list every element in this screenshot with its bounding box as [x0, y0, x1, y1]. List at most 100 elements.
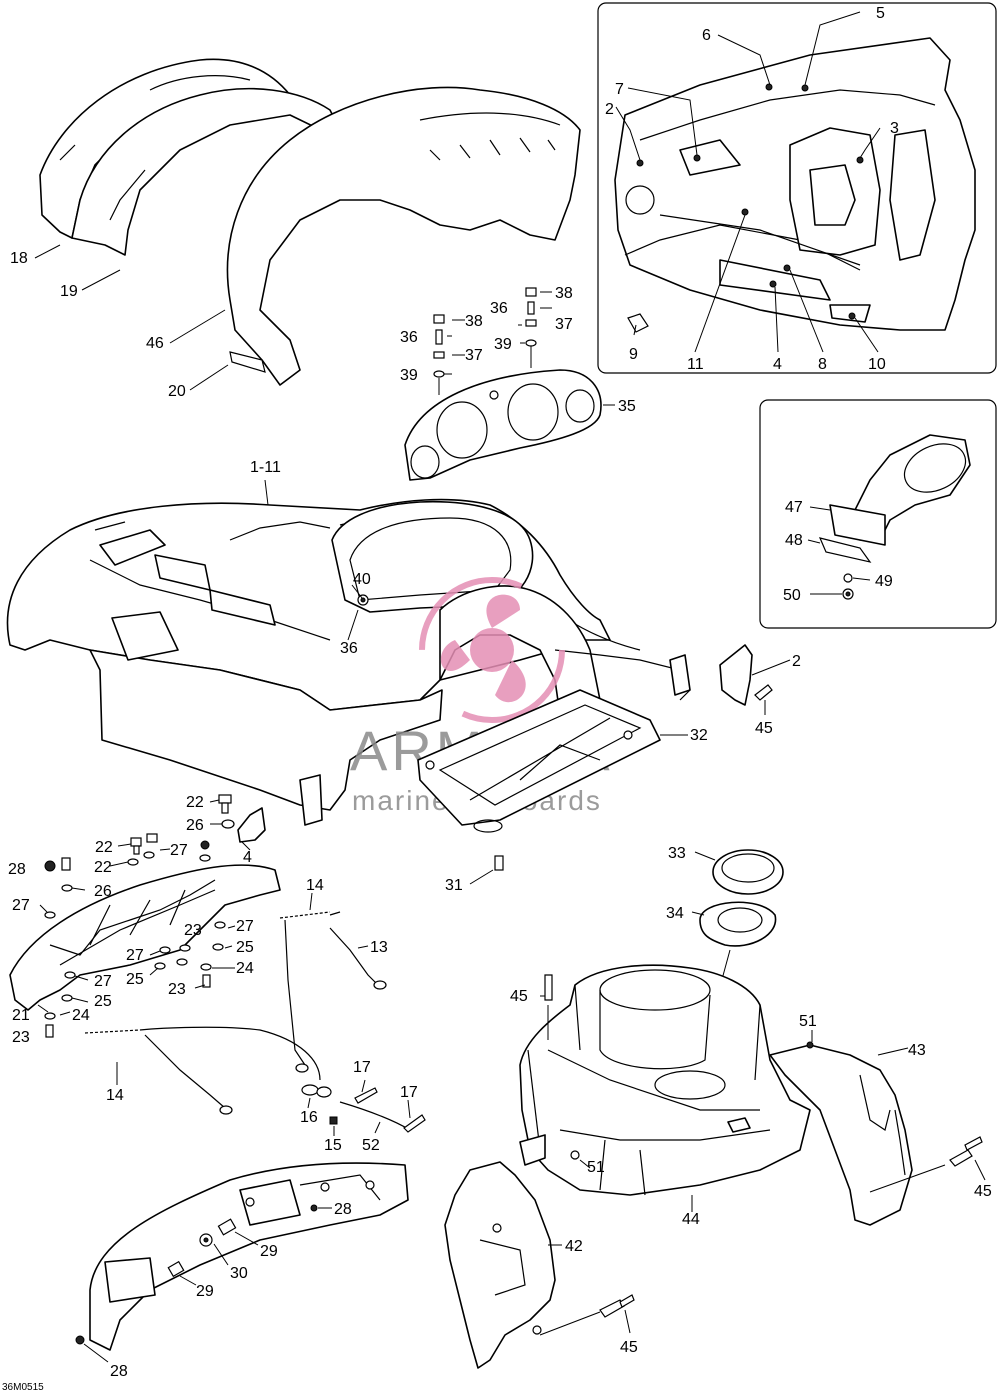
callout-27: 27 [12, 897, 30, 914]
gauge-panel-35 [404, 369, 602, 481]
callout-23: 23 [12, 1029, 30, 1046]
callout-9: 9 [629, 346, 638, 363]
callout-31: 31 [445, 877, 463, 894]
callout-10: 10 [868, 356, 886, 373]
callout-4: 4 [243, 849, 252, 866]
rod-52 [301, 1079, 426, 1136]
callout-27: 27 [126, 947, 144, 964]
callout-15: 15 [324, 1137, 342, 1154]
callout-32: 32 [690, 727, 708, 744]
callout-6: 6 [702, 27, 711, 44]
spring-cable-lower [84, 1026, 321, 1115]
bracket-2 [719, 644, 753, 706]
callout-5: 5 [876, 5, 885, 22]
console-body-44 [519, 964, 811, 1212]
ring-33 [694, 849, 784, 895]
callout-21: 21 [12, 1007, 30, 1024]
callout-23: 23 [168, 981, 186, 998]
callout-24: 24 [236, 960, 254, 977]
callout-22: 22 [94, 859, 112, 876]
callout-48: 48 [785, 532, 803, 549]
callout-17: 17 [400, 1084, 418, 1101]
shell-19 [71, 87, 346, 256]
callout-36: 36 [400, 329, 418, 346]
callout-27: 27 [170, 842, 188, 859]
support-frame-21 [9, 807, 281, 1011]
shell-46 [226, 86, 581, 386]
callout-49: 49 [875, 573, 893, 590]
callout-26: 26 [186, 817, 204, 834]
callout-19: 19 [60, 283, 78, 300]
callout-23: 23 [184, 922, 202, 939]
linkage-hardware [37, 794, 251, 1038]
detail-inset-frame [597, 2, 997, 374]
callout-2: 2 [792, 653, 801, 670]
callout-22: 22 [186, 794, 204, 811]
callout-24: 24 [72, 1007, 90, 1024]
panel-hardware [433, 287, 615, 406]
callout-11: 11 [687, 356, 704, 373]
bumper-assembly [75, 1162, 409, 1363]
callout-20: 20 [168, 383, 186, 400]
callout-34: 34 [666, 905, 684, 922]
callout-35: 35 [618, 398, 636, 415]
callout-25: 25 [236, 939, 254, 956]
callout-4: 4 [773, 356, 782, 373]
callout-27: 27 [94, 973, 112, 990]
callout-29: 29 [260, 1243, 278, 1260]
callout-46: 46 [146, 335, 164, 352]
rivet-45 [754, 684, 773, 701]
callout-28: 28 [110, 1363, 128, 1380]
callout-33: 33 [668, 845, 686, 862]
callout-43: 43 [908, 1042, 926, 1059]
callout-39: 39 [400, 367, 418, 384]
front-cover-detail [614, 37, 976, 333]
callout-44: 44 [682, 1211, 700, 1228]
callout-22: 22 [95, 839, 113, 856]
callout-2: 2 [605, 101, 614, 118]
spring-cable-upper [279, 892, 387, 1073]
callout-29: 29 [196, 1283, 214, 1300]
callout-16: 16 [300, 1109, 318, 1126]
callout-3: 3 [890, 120, 899, 137]
callout-39: 39 [494, 336, 512, 353]
callout-37: 37 [465, 347, 483, 364]
callout-27: 27 [236, 918, 254, 935]
callout-17: 17 [353, 1059, 371, 1076]
callout-8: 8 [818, 356, 827, 373]
callout-51: 51 [587, 1159, 605, 1176]
callout-25: 25 [126, 971, 144, 988]
callout-36: 36 [340, 640, 358, 657]
callout-52: 52 [362, 1137, 380, 1154]
side-panel-43 [769, 1030, 986, 1226]
callout-45: 45 [620, 1339, 638, 1356]
callout-25: 25 [94, 993, 112, 1010]
callout-47: 47 [785, 499, 803, 516]
callout-14: 14 [106, 1087, 124, 1104]
callout-38: 38 [465, 313, 483, 330]
callout-50: 50 [783, 587, 801, 604]
mesh-grilles [99, 529, 179, 661]
callout-1-11: 1-11 [250, 459, 281, 476]
part-20-trim [229, 351, 266, 373]
callout-28: 28 [334, 1201, 352, 1218]
callout-28: 28 [8, 861, 26, 878]
callout-26: 26 [94, 883, 112, 900]
callout-45: 45 [510, 988, 528, 1005]
callout-18: 18 [10, 250, 28, 267]
side-panel-42 [444, 1161, 635, 1369]
callout-13: 13 [370, 939, 388, 956]
inset-leaders [615, 11, 881, 353]
callout-40: 40 [353, 571, 371, 588]
callout-30: 30 [230, 1265, 248, 1282]
callout-38: 38 [555, 285, 573, 302]
mirror-inset-frame [759, 399, 997, 629]
callout-36: 36 [490, 300, 508, 317]
mirror-detail [807, 434, 971, 600]
diagram-code: 36M0515 [2, 1382, 44, 1392]
callout-37: 37 [555, 316, 573, 333]
tray-32 [417, 689, 688, 885]
ring-34 [691, 901, 777, 947]
